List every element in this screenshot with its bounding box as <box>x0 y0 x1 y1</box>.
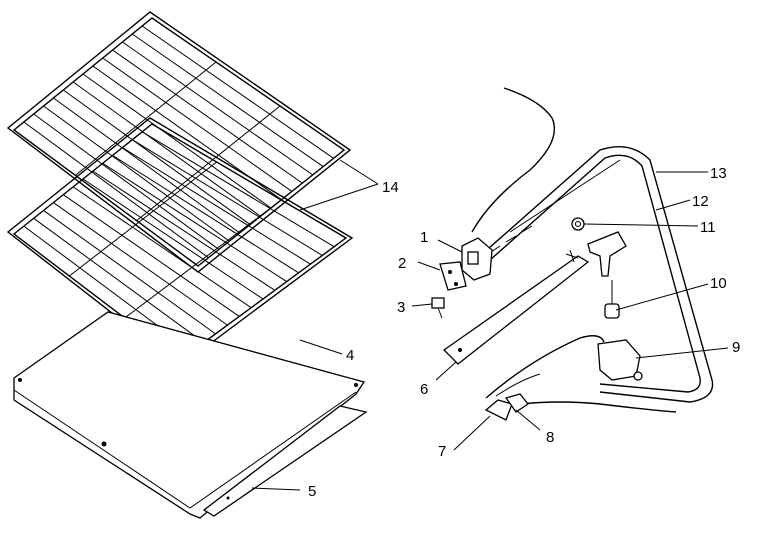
igniter <box>461 237 493 281</box>
callout-leader-lines <box>251 159 729 491</box>
rack-crossbar <box>124 199 282 319</box>
rack-wire <box>53 202 228 326</box>
callout-13: 13 <box>710 165 727 182</box>
rack-wire <box>53 97 241 234</box>
safety-valve <box>597 339 643 381</box>
callout-10: 10 <box>710 275 727 292</box>
rack-crossbar <box>69 161 217 277</box>
rack-wire <box>63 194 240 317</box>
callout-2: 2 <box>398 255 406 272</box>
rack-crossbar <box>136 105 281 222</box>
hex-nut <box>571 217 585 231</box>
callout-3: 3 <box>397 299 405 316</box>
rack-wire <box>33 217 205 343</box>
rack-wire <box>102 57 293 192</box>
callout-5: 5 <box>308 483 316 500</box>
bake-burner-tube <box>479 146 714 403</box>
valve-fittings <box>484 393 529 421</box>
rack-wire <box>122 147 311 265</box>
bottom-trim-panel <box>202 405 368 517</box>
orifice-holder <box>565 231 627 277</box>
callout-4: 4 <box>346 347 354 364</box>
rack-wire <box>102 162 287 282</box>
rack-wire <box>122 41 314 176</box>
oven-rack-lower <box>6 117 354 367</box>
rack-wire <box>112 155 299 274</box>
igniter-lead-wire <box>471 87 556 259</box>
callout-14: 14 <box>382 179 399 196</box>
burner-support-bracket <box>442 255 590 365</box>
callout-12: 12 <box>692 193 709 210</box>
burner-orifice <box>604 280 620 319</box>
rack-wire <box>82 178 264 300</box>
rack-wire <box>141 25 334 159</box>
rack-wire <box>23 121 209 259</box>
rack-wire <box>141 131 335 248</box>
callout-9: 9 <box>732 339 740 356</box>
rack-wire <box>43 105 230 242</box>
callout-8: 8 <box>546 429 554 446</box>
callout-6: 6 <box>420 381 428 398</box>
igniter-bracket <box>439 261 467 291</box>
oven-rack-upper <box>6 11 352 273</box>
rack-wire <box>132 139 323 256</box>
rack-crossbar <box>75 61 217 176</box>
rack-wire <box>62 89 251 225</box>
rack-wire <box>72 81 261 217</box>
rack-wire <box>112 49 303 184</box>
mounting-screw <box>431 297 445 319</box>
rack-wire <box>82 73 272 209</box>
callout-1: 1 <box>420 229 428 246</box>
callout-7: 7 <box>438 443 446 460</box>
callout-11: 11 <box>700 219 716 236</box>
rack-wire <box>132 33 324 167</box>
rack-wire <box>43 210 216 335</box>
rack-wire <box>33 113 220 250</box>
rack-wire <box>92 170 276 291</box>
rack-wire <box>72 186 252 309</box>
gas-tubing <box>485 335 677 413</box>
